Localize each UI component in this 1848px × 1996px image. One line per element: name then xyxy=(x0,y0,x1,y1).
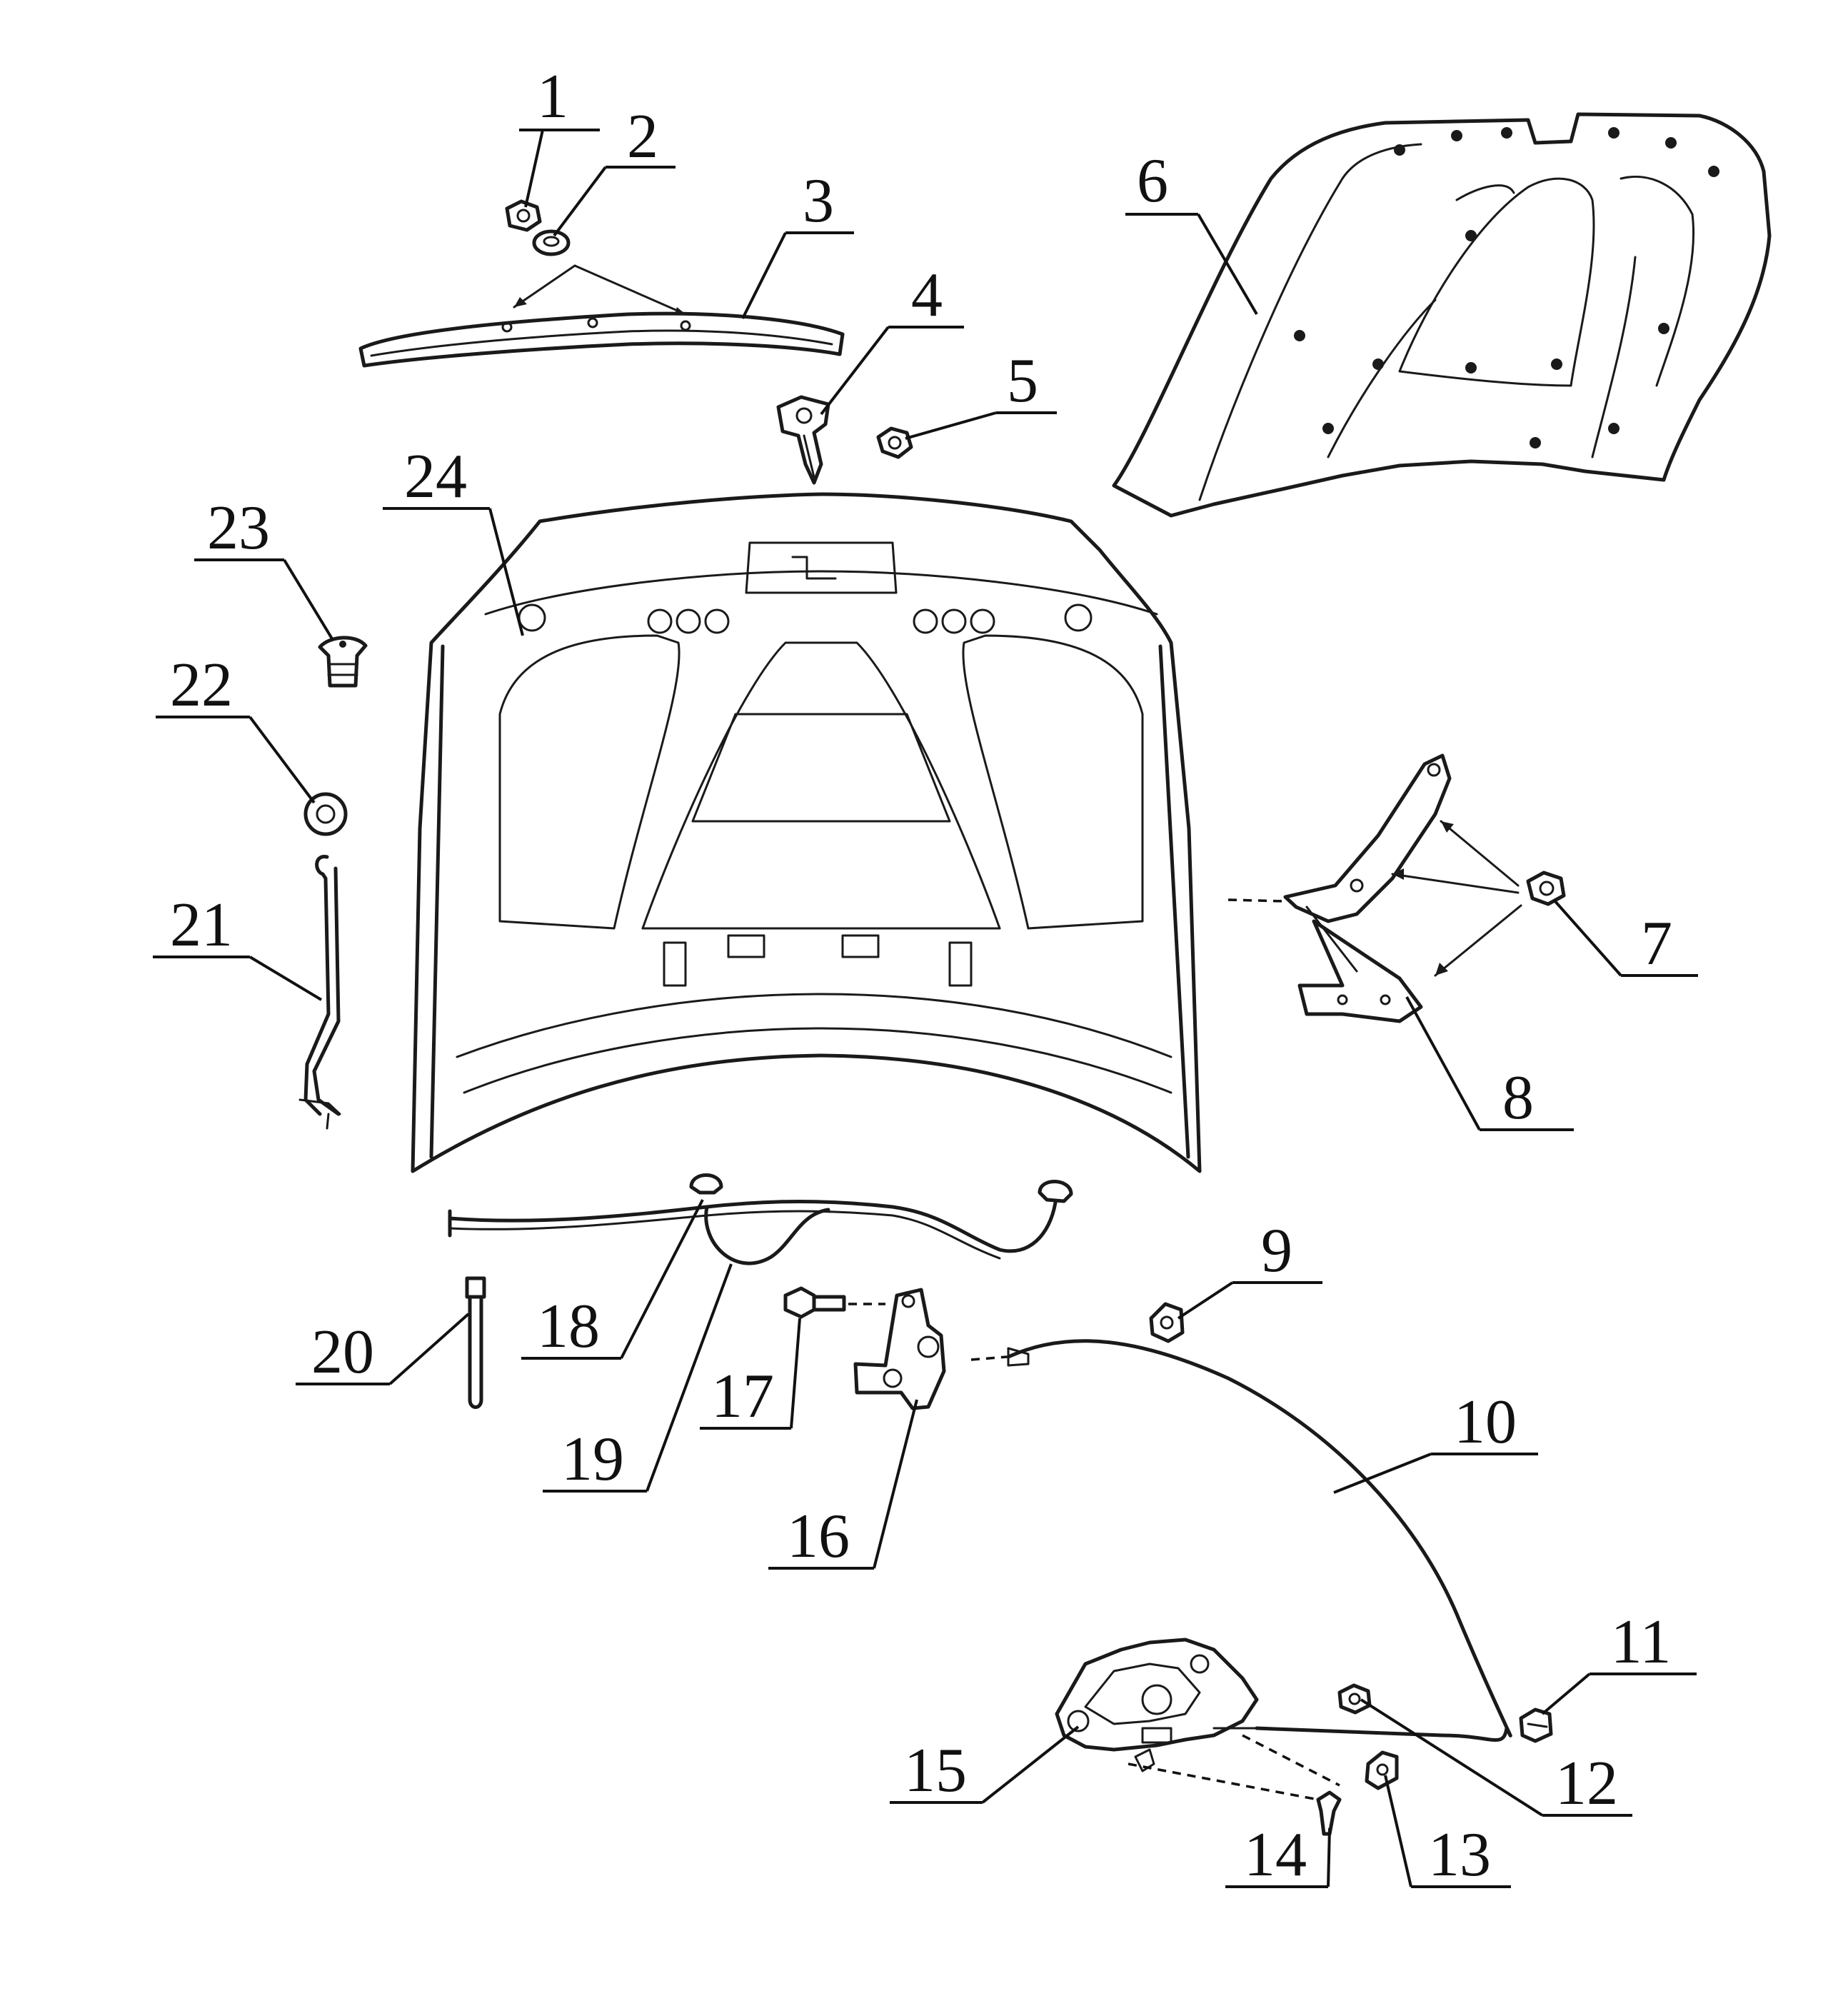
callout-labels: 1 2 3 4 5 6 7 8 9 10 11 12 13 14 15 16 1… xyxy=(170,62,1672,1890)
callout-18: 18 xyxy=(537,1292,600,1361)
part-7-nut xyxy=(1526,871,1566,906)
part-3-seal-strip xyxy=(358,311,845,368)
callout-5: 5 xyxy=(1007,346,1038,416)
callout-9: 9 xyxy=(1261,1216,1292,1285)
part-21-prop-rod xyxy=(298,855,341,1130)
part-22-grommet xyxy=(303,792,348,836)
callout-15: 15 xyxy=(904,1736,967,1805)
callout-10: 10 xyxy=(1454,1388,1517,1457)
part-9-cable-clip xyxy=(1149,1302,1185,1343)
callout-17: 17 xyxy=(711,1362,774,1431)
callout-8: 8 xyxy=(1502,1063,1534,1133)
callout-22: 22 xyxy=(170,651,233,720)
part-10-release-cable xyxy=(970,1339,1512,1742)
callout-20: 20 xyxy=(311,1318,374,1387)
part-24-hood-panel xyxy=(411,492,1202,1173)
part-23-bumper xyxy=(318,636,368,688)
part-7-8-mounting-arrows xyxy=(1227,820,1522,977)
callout-13: 13 xyxy=(1428,1820,1491,1890)
callout-16: 16 xyxy=(787,1502,850,1571)
callout-4: 4 xyxy=(911,261,943,330)
callout-12: 12 xyxy=(1555,1749,1618,1818)
part-19-washer-hose xyxy=(448,1200,1058,1265)
callout-11: 11 xyxy=(1611,1608,1672,1677)
part-13-bushing xyxy=(1365,1750,1399,1790)
part-1-nut xyxy=(505,199,542,232)
part-20-cable-tie xyxy=(465,1276,486,1409)
part-15-hood-latch xyxy=(1055,1638,1340,1801)
part-12-nut xyxy=(1337,1683,1372,1715)
callout-7: 7 xyxy=(1641,909,1672,978)
part-6-insulation-pad xyxy=(1112,112,1772,518)
part-16-safety-catch xyxy=(853,1288,946,1410)
callout-leaders xyxy=(153,129,1698,1888)
callout-1: 1 xyxy=(537,62,568,131)
callout-6: 6 xyxy=(1137,146,1168,216)
part-17-bolt xyxy=(783,1286,885,1319)
part-11-retainer-clip xyxy=(1519,1707,1553,1743)
callout-3: 3 xyxy=(803,166,834,236)
callout-24: 24 xyxy=(404,442,467,511)
callout-14: 14 xyxy=(1244,1820,1307,1890)
callout-19: 19 xyxy=(561,1425,624,1494)
part-8-hinge xyxy=(1283,753,1452,1023)
callout-23: 23 xyxy=(207,493,270,563)
part-2-clip xyxy=(532,229,571,256)
part-4-striker-bracket xyxy=(776,395,830,485)
part-5-nut xyxy=(876,426,913,459)
part-14-screw xyxy=(1316,1790,1342,1836)
part-1-2-mounting-arrows xyxy=(513,264,687,317)
callout-21: 21 xyxy=(170,891,233,960)
part-18-washer-nozzle xyxy=(689,1173,1073,1203)
callout-2: 2 xyxy=(627,102,658,171)
